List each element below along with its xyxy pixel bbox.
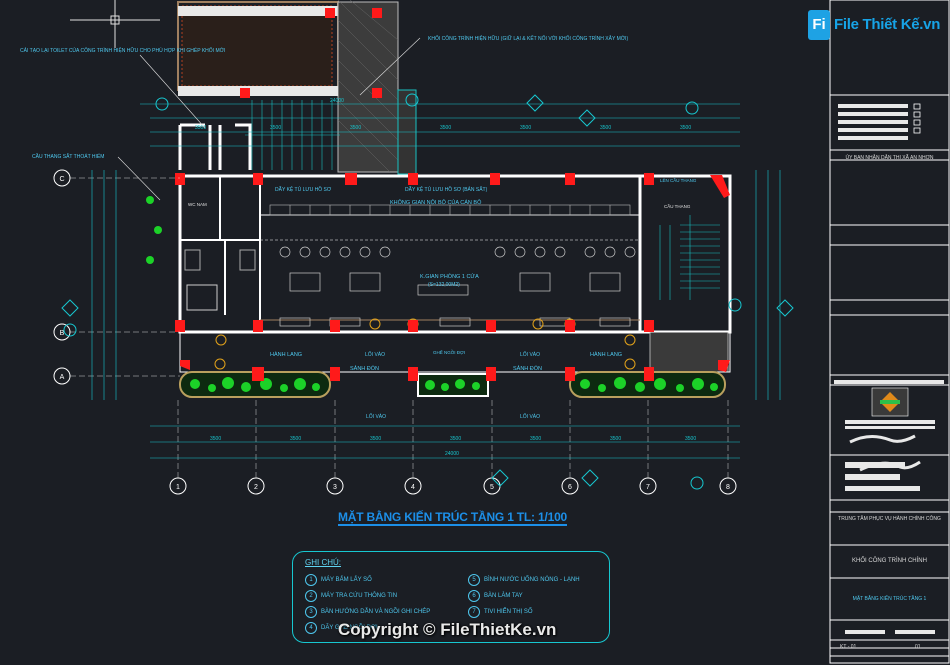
grid-label-5: 5 bbox=[490, 484, 494, 491]
leader-lines bbox=[117, 37, 421, 201]
note-labels: CẢI TẠO LẠI TOILET CỦA CÔNG TRÌNH HIỆN H… bbox=[20, 34, 628, 160]
grid-bubble-labels: 1 2 3 4 5 6 7 8 bbox=[176, 484, 730, 491]
note-existing-block: KHỐI CÔNG TRÌNH HIỆN HỮU (GIỮ LẠI & KẾT … bbox=[428, 34, 628, 42]
grid-label-1: 1 bbox=[176, 484, 180, 491]
title-block-project: KHỐI CÔNG TRÌNH CHÍNH bbox=[852, 558, 927, 564]
label-entrance-left: LỐI VÀO bbox=[365, 351, 385, 358]
label-space-name: K.GIAN PHÒNG 1 CỬA bbox=[420, 273, 479, 280]
signature-scribble-2 bbox=[859, 460, 921, 472]
label-entrance-right: LỐI VÀO bbox=[520, 351, 540, 358]
svg-text:3500: 3500 bbox=[195, 125, 206, 131]
grid-label-7: 7 bbox=[646, 484, 650, 491]
signature-scribble bbox=[849, 434, 916, 444]
label-corridor-left: HÀNH LANG bbox=[270, 351, 302, 358]
legend-heading: GHI CHÚ: bbox=[305, 558, 341, 567]
note-toilet-line: CẢI TẠO LẠI TOILET CỦA CÔNG TRÌNH HIỆN H… bbox=[20, 46, 225, 54]
title-block-redactions bbox=[834, 104, 944, 634]
grid-label-3: 3 bbox=[333, 484, 337, 491]
room-labels: KHÔNG GIAN NỘI BỘ CỦA CÁN BỘ DÃY KỆ TỦ L… bbox=[188, 176, 697, 420]
svg-text:3500: 3500 bbox=[440, 125, 451, 131]
grid-label-a: A bbox=[60, 374, 65, 381]
svg-text:3500: 3500 bbox=[680, 125, 691, 131]
logo-mark-icon: Fi bbox=[808, 10, 830, 40]
note-stair: CẦU THANG SẮT THOÁT HIỂM bbox=[32, 152, 104, 160]
grid-label-2: 2 bbox=[254, 484, 258, 491]
cabinet-row bbox=[269, 204, 631, 216]
workstations bbox=[279, 246, 636, 327]
title-block-sheet-no: KT - 01 bbox=[840, 644, 857, 650]
label-entrance-bottom-right: LỐI VÀO bbox=[520, 413, 540, 420]
logo-text: File Thiết Kế.vn bbox=[834, 16, 941, 33]
label-lobby-right: SẢNH ĐÓN bbox=[513, 365, 542, 372]
title-block-client: TRUNG TÂM PHỤC VỤ HÀNH CHÍNH CÔNG bbox=[838, 516, 941, 522]
label-internal-space: KHÔNG GIAN NỘI BỘ CỦA CÁN BỘ bbox=[390, 199, 482, 206]
label-waiting: GHẾ NGỒI ĐỢI bbox=[433, 349, 465, 355]
svg-text:3500: 3500 bbox=[685, 436, 696, 442]
svg-text:3500: 3500 bbox=[350, 125, 361, 131]
brand-logo[interactable]: Fi File Thiết Kế.vn bbox=[808, 10, 940, 42]
top-dimensions bbox=[140, 103, 740, 147]
svg-text:24000: 24000 bbox=[330, 98, 344, 104]
grid-label-8: 8 bbox=[726, 484, 730, 491]
existing-building-block bbox=[177, 0, 417, 175]
svg-text:3500: 3500 bbox=[370, 436, 381, 442]
left-dimensions bbox=[91, 170, 781, 400]
label-wc: WC NAM bbox=[188, 202, 207, 207]
label-space-area: (S=132,00M2) bbox=[428, 282, 460, 288]
grid-label-b: B bbox=[60, 330, 65, 337]
bottom-dimensions bbox=[150, 425, 740, 459]
svg-text:3500: 3500 bbox=[290, 436, 301, 442]
label-entrance-bottom: LỐI VÀO bbox=[366, 413, 386, 420]
gridlines bbox=[70, 177, 729, 478]
title-block-checkboxes bbox=[913, 103, 921, 134]
label-corridor-right: HÀNH LANG bbox=[590, 351, 622, 358]
main-building bbox=[178, 174, 732, 398]
title-block-page: 01 bbox=[915, 644, 921, 650]
svg-text:3500: 3500 bbox=[450, 436, 461, 442]
ucs-crosshair-icon bbox=[70, 0, 160, 48]
svg-text:3500: 3500 bbox=[520, 125, 531, 131]
label-cabinet-left: DÃY KỆ TỦ LƯU HỒ SƠ bbox=[275, 185, 332, 193]
label-lobby-left: SẢNH ĐÓN bbox=[350, 365, 379, 372]
title-block-sheet: MẶT BẰNG KIẾN TRÚC TẦNG 1 bbox=[852, 596, 927, 602]
svg-text:3500: 3500 bbox=[210, 436, 221, 442]
bottom-dimension-labels: 3500 3500 3500 3500 3500 3500 3500 24000 bbox=[210, 436, 696, 457]
svg-text:3500: 3500 bbox=[530, 436, 541, 442]
approval-stamp-icon bbox=[871, 387, 909, 417]
section-markers bbox=[61, 93, 794, 490]
title-block-agency: ỦY BAN NHÂN DÂN THỊ XÃ AN NHƠN bbox=[845, 155, 934, 161]
svg-text:3500: 3500 bbox=[270, 125, 281, 131]
title-block-frame bbox=[829, 0, 950, 664]
grid-bubbles-left bbox=[53, 169, 71, 385]
top-dimension-labels: 24000 3500 3500 3500 3500 3500 3500 3500 bbox=[195, 98, 691, 131]
label-stair-up: LÊN CẦU THANG bbox=[660, 176, 697, 183]
svg-text:3500: 3500 bbox=[600, 125, 611, 131]
svg-text:24000: 24000 bbox=[445, 451, 459, 457]
grid-label-c: C bbox=[59, 176, 64, 183]
copyright-watermark: Copyright © FileThietKe.vn bbox=[338, 620, 557, 639]
drawing-title: MẶT BẰNG KIẾN TRÚC TẦNG 1 TL: 1/100 bbox=[338, 510, 568, 526]
structural-columns bbox=[175, 173, 730, 381]
label-stair-right: CẦU THANG bbox=[664, 203, 691, 209]
svg-text:3500: 3500 bbox=[610, 436, 621, 442]
planting bbox=[146, 196, 718, 392]
label-cabinet-right: DÃY KỆ TỦ LƯU HỒ SƠ (BẢN SẮT) bbox=[405, 185, 488, 193]
grid-label-4: 4 bbox=[411, 484, 415, 491]
grid-label-6: 6 bbox=[568, 484, 572, 491]
